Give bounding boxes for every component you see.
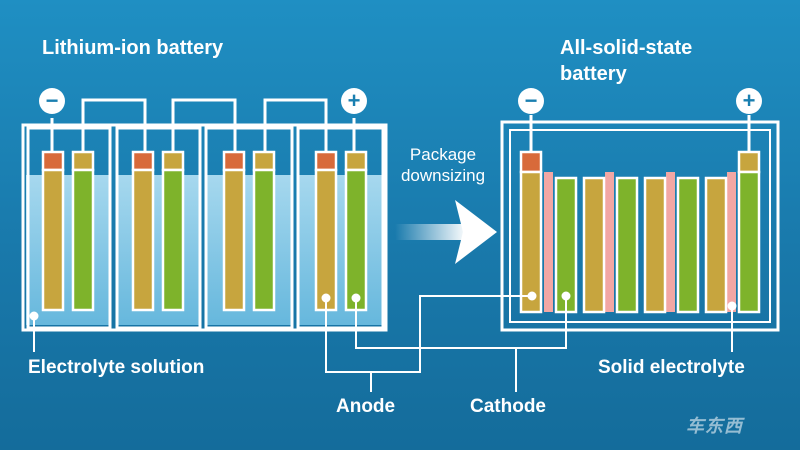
cell-2 xyxy=(115,126,202,330)
svg-text:+: + xyxy=(348,88,361,113)
positive-terminal-left: + xyxy=(341,88,367,114)
positive-terminal-right: + xyxy=(736,88,762,114)
leader-cathode xyxy=(355,298,517,392)
label-solid-electrolyte: Solid electrolyte xyxy=(598,357,745,378)
all-solid-state-battery: − + xyxy=(500,88,780,332)
title-lithium-ion: Lithium-ion battery xyxy=(42,37,224,59)
arrow-label-line2: downsizing xyxy=(400,166,486,185)
label-electrolyte-solution: Electrolyte solution xyxy=(28,357,205,378)
solid-pack-outline xyxy=(500,120,780,332)
electrodes-left xyxy=(41,150,368,312)
arrow-label: Package downsizing xyxy=(388,144,498,186)
lithium-ion-battery-pack: − + xyxy=(21,88,388,332)
downsizing-arrow xyxy=(395,200,497,264)
arrow-label-line1: Package xyxy=(409,145,477,164)
electrolyte-liquid xyxy=(26,175,383,325)
svg-text:−: − xyxy=(46,88,59,113)
title-all-solid-state-line1: All-solid-state xyxy=(560,37,693,59)
pack-outline xyxy=(21,123,388,332)
svg-text:−: − xyxy=(525,88,538,113)
svg-text:+: + xyxy=(743,88,756,113)
leader-electrolyte xyxy=(29,311,39,352)
solid-cell-outline xyxy=(509,129,771,323)
label-cathode: Cathode xyxy=(470,396,546,417)
negative-terminal-right: − xyxy=(518,88,544,114)
cell-1 xyxy=(26,126,112,330)
leader-lines xyxy=(321,291,737,392)
cell-4 xyxy=(296,126,385,330)
watermark-logo: 车东西 xyxy=(686,416,743,436)
title-all-solid-state-line2: battery xyxy=(560,63,627,85)
solid-electrolyte-layers xyxy=(544,172,736,312)
cell-containers xyxy=(26,126,385,330)
label-anode: Anode xyxy=(336,396,396,417)
cell-3 xyxy=(204,126,294,330)
series-connectors xyxy=(50,98,356,152)
leader-anode xyxy=(325,298,372,392)
electrodes-right xyxy=(519,150,761,314)
negative-terminal-left: − xyxy=(39,88,65,114)
